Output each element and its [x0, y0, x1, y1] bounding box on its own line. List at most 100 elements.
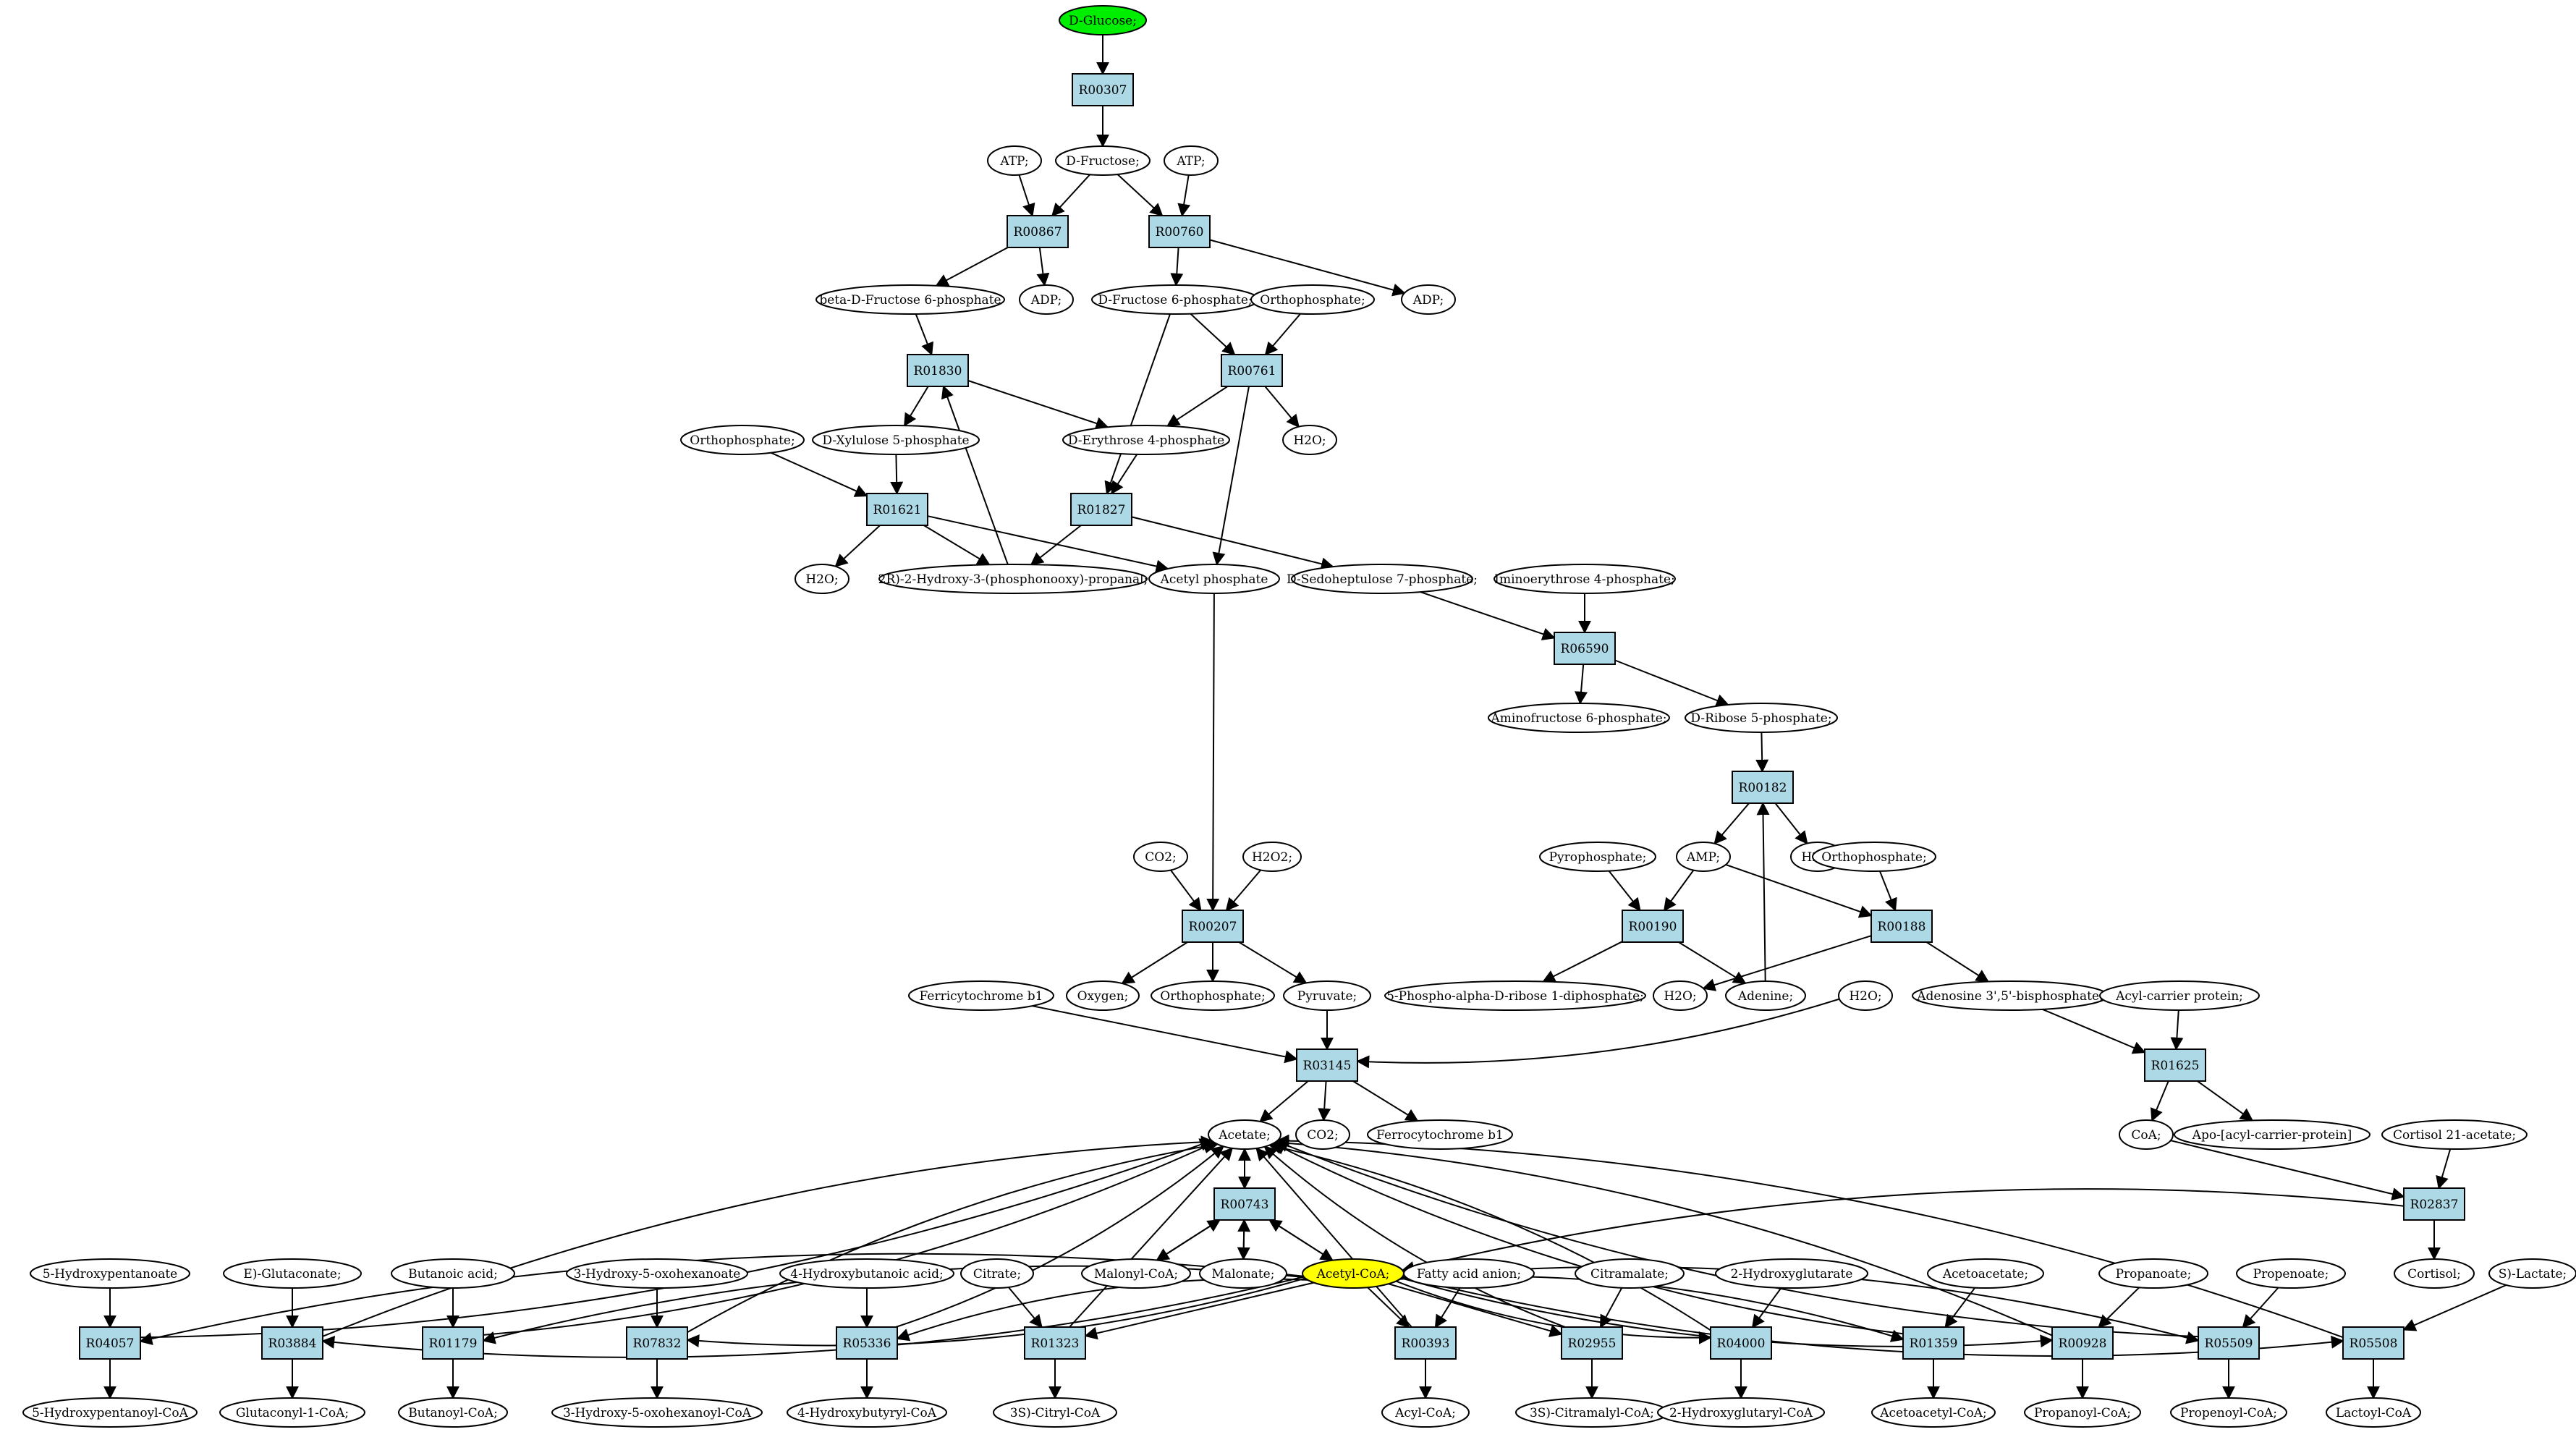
reaction-node-r02955[interactable]: R02955 [1561, 1326, 1623, 1360]
compound-node-fatty-acid[interactable]: Fatty acid anion; [1403, 1258, 1535, 1289]
compound-node-h2o-e[interactable]: H2O; [1838, 980, 1893, 1011]
reaction-node-r01830[interactable]: R01830 [907, 354, 969, 387]
compound-node-lactoyl-co-a[interactable]: Lactoyl-CoA [2326, 1397, 2421, 1428]
reaction-node-r01827[interactable]: R01827 [1070, 493, 1132, 526]
compound-node-hydroxybutanoic[interactable]: 4-Hydroxybutanoic acid; [779, 1258, 954, 1289]
compound-node-propanoate[interactable]: Propanoate; [2098, 1258, 2208, 1289]
compound-node-coa[interactable]: CoA; [2119, 1119, 2174, 1150]
reaction-node-r07832[interactable]: R07832 [626, 1326, 688, 1360]
compound-node-cortisol-ac[interactable]: Cortisol 21-acetate; [2381, 1119, 2528, 1150]
reaction-node-r00182[interactable]: R00182 [1732, 771, 1794, 804]
compound-node-ferricyt[interactable]: Ferricytochrome b1 [908, 980, 1054, 1011]
reaction-node-r05509[interactable]: R05509 [2198, 1326, 2260, 1360]
compound-node-glucose[interactable]: D-Glucose; [1059, 5, 1147, 35]
compound-node-adp1[interactable]: ADP; [1019, 284, 1074, 315]
compound-node-hydroxyglutaryl-co-a[interactable]: 2-Hydroxyglutaryl-CoA [1657, 1397, 1825, 1428]
compound-node-butanoic[interactable]: Butanoic acid; [391, 1258, 515, 1289]
compound-node-adenine[interactable]: Adenine; [1725, 980, 1806, 1011]
compound-node-acetate[interactable]: Acetate; [1208, 1119, 1281, 1150]
compound-node-prpp[interactable]: 5-Phospho-alpha-D-ribose 1-diphosphate; [1384, 980, 1646, 1011]
compound-node-amp[interactable]: AMP; [1676, 842, 1731, 872]
reaction-node-r00207[interactable]: R00207 [1182, 910, 1244, 943]
reaction-node-r00761[interactable]: R00761 [1221, 354, 1283, 387]
reaction-node-r01323[interactable]: R01323 [1024, 1326, 1086, 1360]
compound-node-acetoacetate[interactable]: Acetoacetate; [1927, 1258, 2044, 1289]
compound-node-apo-acp[interactable]: Apo-[acyl-carrier-protein] [2174, 1119, 2370, 1150]
compound-node-acetyl-p[interactable]: Acetyl phosphate [1148, 564, 1280, 594]
reaction-node-r00928[interactable]: R00928 [2051, 1326, 2114, 1360]
compound-node-oxygen[interactable]: Oxygen; [1066, 980, 1140, 1011]
reaction-node-r05508[interactable]: R05508 [2342, 1326, 2405, 1360]
compound-node-acp[interactable]: Acyl-carrier protein; [2099, 980, 2260, 1011]
reaction-node-r01621[interactable]: R01621 [866, 493, 928, 526]
compound-node-ortho4[interactable]: Orthophosphate; [1151, 980, 1275, 1011]
compound-node-citrate[interactable]: Citrate; [960, 1258, 1034, 1289]
compound-node-propenoate[interactable]: Propenoate; [2236, 1258, 2346, 1289]
compound-node-h2o2[interactable]: H2O2; [1242, 842, 1302, 872]
compound-node-e4p[interactable]: D-Erythrose 4-phosphate [1062, 425, 1230, 455]
reaction-node-r00760[interactable]: R00760 [1148, 215, 1211, 248]
compound-node-citryl-co-a[interactable]: 3S)-Citryl-CoA [993, 1397, 1117, 1428]
compound-node-adp2[interactable]: ADP; [1401, 284, 1456, 315]
reaction-node-r04057[interactable]: R04057 [79, 1326, 141, 1360]
compound-node-f6p[interactable]: D-Fructose 6-phosphate; [1091, 284, 1259, 315]
compound-node-acetyl-co-a[interactable]: Acetyl-CoA; [1302, 1258, 1404, 1289]
compound-node-co2-b[interactable]: CO2; [1295, 1119, 1350, 1150]
compound-node-atp2[interactable]: ATP; [1164, 145, 1219, 176]
compound-node-hydroxyglutarate[interactable]: 2-Hydroxyglutarate [1715, 1258, 1868, 1289]
compound-node-amino-f6p[interactable]: Aminofructose 6-phosphate; [1488, 703, 1670, 733]
compound-node-ortho1[interactable]: Orthophosphate; [1250, 284, 1375, 315]
compound-node-butanoyl-co-a[interactable]: Butanoyl-CoA; [398, 1397, 508, 1428]
compound-node-ortho2[interactable]: Orthophosphate; [680, 425, 805, 455]
compound-node-glutaconate[interactable]: E)-Glutaconate; [223, 1258, 362, 1289]
compound-node-hydroxyoxohexanoate[interactable]: 3-Hydroxy-5-oxohexanoate [566, 1258, 748, 1289]
compound-node-imino-e4p[interactable]: Iminoerythrose 4-phosphate; [1494, 564, 1676, 594]
compound-node-fructose[interactable]: D-Fructose; [1055, 145, 1151, 176]
compound-node-co2-a[interactable]: CO2; [1133, 842, 1188, 872]
compound-node-h2o-d[interactable]: H2O; [1653, 980, 1708, 1011]
reaction-node-r05336[interactable]: R05336 [836, 1326, 898, 1360]
compound-node-glutaconyl-co-a[interactable]: Glutaconyl-1-CoA; [219, 1397, 365, 1428]
reaction-node-r01179[interactable]: R01179 [422, 1326, 484, 1360]
compound-node-hydroxyoxohexanoyl-co-a[interactable]: 3-Hydroxy-5-oxohexanoyl-CoA [551, 1397, 763, 1428]
compound-node-ferrocyt[interactable]: Ferrocytochrome b1 [1367, 1119, 1513, 1150]
compound-node-acetoacetyl-co-a[interactable]: Acetoacetyl-CoA; [1871, 1397, 1996, 1428]
compound-node-hydroxypentanoyl-co-a[interactable]: 5-Hydroxypentanoyl-CoA [22, 1397, 198, 1428]
reaction-node-r00867[interactable]: R00867 [1007, 215, 1069, 248]
compound-node-malonyl-co-a[interactable]: Malonyl-CoA; [1081, 1258, 1191, 1289]
compound-node-hydroxybutyryl-co-a[interactable]: 4-Hydroxybutyryl-CoA [787, 1397, 947, 1428]
reaction-node-r00307[interactable]: R00307 [1072, 73, 1134, 106]
reaction-node-r00188[interactable]: R00188 [1870, 910, 1933, 943]
compound-node-adenosine-bp[interactable]: Adenosine 3',5'-bisphosphate; [1912, 980, 2109, 1011]
reaction-node-r00393[interactable]: R00393 [1394, 1326, 1457, 1360]
compound-node-pyro-p[interactable]: Pyrophosphate; [1539, 842, 1656, 872]
reaction-node-r01359[interactable]: R01359 [1902, 1326, 1965, 1360]
compound-node-atp1[interactable]: ATP; [987, 145, 1042, 176]
compound-node-pyruvate[interactable]: Pyruvate; [1283, 980, 1371, 1011]
compound-node-lactate[interactable]: S)-Lactate; [2488, 1258, 2576, 1289]
compound-node-beta-f6p[interactable]: beta-D-Fructose 6-phosphate [815, 284, 1005, 315]
compound-node-x5p[interactable]: D-Xylulose 5-phosphate [812, 425, 980, 455]
compound-node-cortisol[interactable]: Cortisol; [2394, 1258, 2475, 1289]
reaction-node-r00743[interactable]: R00743 [1213, 1187, 1276, 1221]
compound-node-citramalate[interactable]: Citramalate; [1575, 1258, 1685, 1289]
compound-node-r5p[interactable]: D-Ribose 5-phosphate; [1685, 703, 1838, 733]
reaction-node-r03884[interactable]: R03884 [261, 1326, 323, 1360]
reaction-node-r02837[interactable]: R02837 [2403, 1187, 2465, 1221]
compound-node-g3p[interactable]: 2R)-2-Hydroxy-3-(phosphonooxy)-propanal; [878, 564, 1148, 594]
reaction-node-r00190[interactable]: R00190 [1622, 910, 1684, 943]
compound-node-citramalyl-co-a[interactable]: 3S)-Citramalyl-CoA; [1515, 1397, 1669, 1428]
compound-node-malonate[interactable]: Malonate; [1199, 1258, 1287, 1289]
compound-node-h2o-b[interactable]: H2O; [795, 564, 850, 594]
compound-node-acyl-co-a[interactable]: Acyl-CoA; [1381, 1397, 1470, 1428]
reaction-node-r01625[interactable]: R01625 [2144, 1048, 2206, 1082]
compound-node-hydroxypentanoate[interactable]: 5-Hydroxypentanoate [30, 1258, 190, 1289]
compound-node-h2o-a[interactable]: H2O; [1282, 425, 1337, 455]
reaction-node-r06590[interactable]: R06590 [1554, 632, 1616, 665]
compound-node-ortho3[interactable]: Orthophosphate; [1812, 842, 1936, 872]
compound-node-propenoyl-co-a[interactable]: Propenoyl-CoA; [2170, 1397, 2287, 1428]
compound-node-s7p[interactable]: D-Sedoheptulose 7-phosphate; [1287, 564, 1478, 594]
reaction-node-r03145[interactable]: R03145 [1296, 1048, 1358, 1082]
compound-node-propanoyl-co-a[interactable]: Propanoyl-CoA; [2024, 1397, 2141, 1428]
reaction-node-r04000[interactable]: R04000 [1710, 1326, 1772, 1360]
